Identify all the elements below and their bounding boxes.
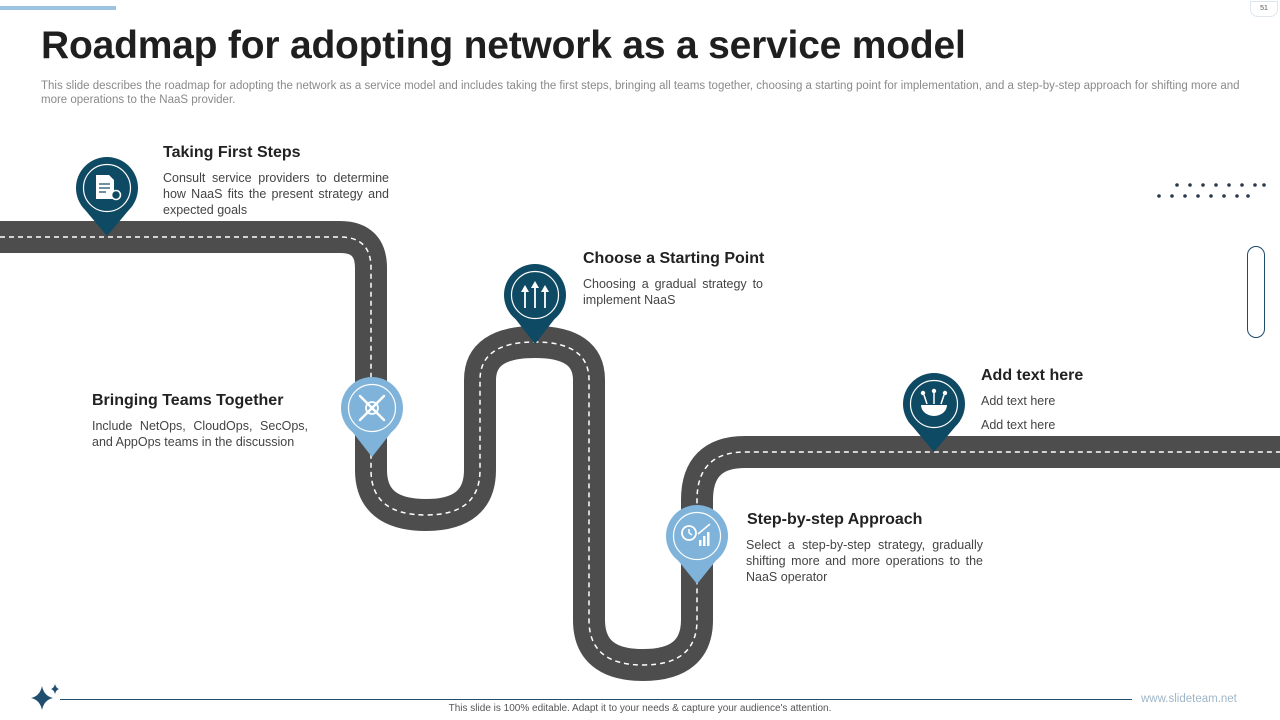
document-gear-icon [96,175,122,201]
clock-growth-chart-icon [681,523,711,546]
step-title-add-text-here: Add text here [981,367,1084,384]
step-title-taking-first-steps: Taking First Steps [163,144,301,161]
footer-note: This slide is 100% editable. Adapt it to… [448,703,832,714]
page-number-badge: 51 [1250,1,1278,17]
step-desc-bringing-teams-together: Include NetOps, CloudOps, SecOps, and Ap… [92,419,308,449]
globe-network-icon [920,388,948,416]
scroll-indicator [1247,246,1265,338]
step-title-step-by-step-approach: Step-by-step Approach [747,511,923,528]
footer-website-link[interactable]: www.slideteam.net [1141,693,1237,705]
decorative-dots [1157,183,1266,198]
tools-cross-icon [358,394,386,422]
footer-divider [60,699,1132,700]
top-accent-bar [0,6,116,10]
step-title-choose-starting-point: Choose a Starting Point [583,250,765,267]
pin-add-text-here [903,373,965,452]
step-desc-taking-first-steps: Consult service providers to determine h… [163,171,389,217]
pin-taking-first-steps [76,157,138,236]
sparkle-logo-icon [31,684,59,710]
step-line2-add-text-here: Add text here [981,418,1056,432]
step-title-bringing-teams-together: Bringing Teams Together [92,392,284,409]
slide-title: Roadmap for adopting network as a servic… [41,24,966,67]
pin-choose-starting-point [504,264,566,344]
slide-subtitle: This slide describes the roadmap for ado… [41,80,1240,106]
pin-bringing-teams-together [341,377,403,457]
pin-step-by-step-approach [666,505,728,584]
arrows-up-gears-icon [521,281,549,308]
step-desc-step-by-step-approach: Select a step-by-step strategy, graduall… [746,538,983,584]
step-line1-add-text-here: Add text here [981,394,1056,408]
step-desc-choose-starting-point: Choosing a gradual strategy to implement… [583,277,763,307]
